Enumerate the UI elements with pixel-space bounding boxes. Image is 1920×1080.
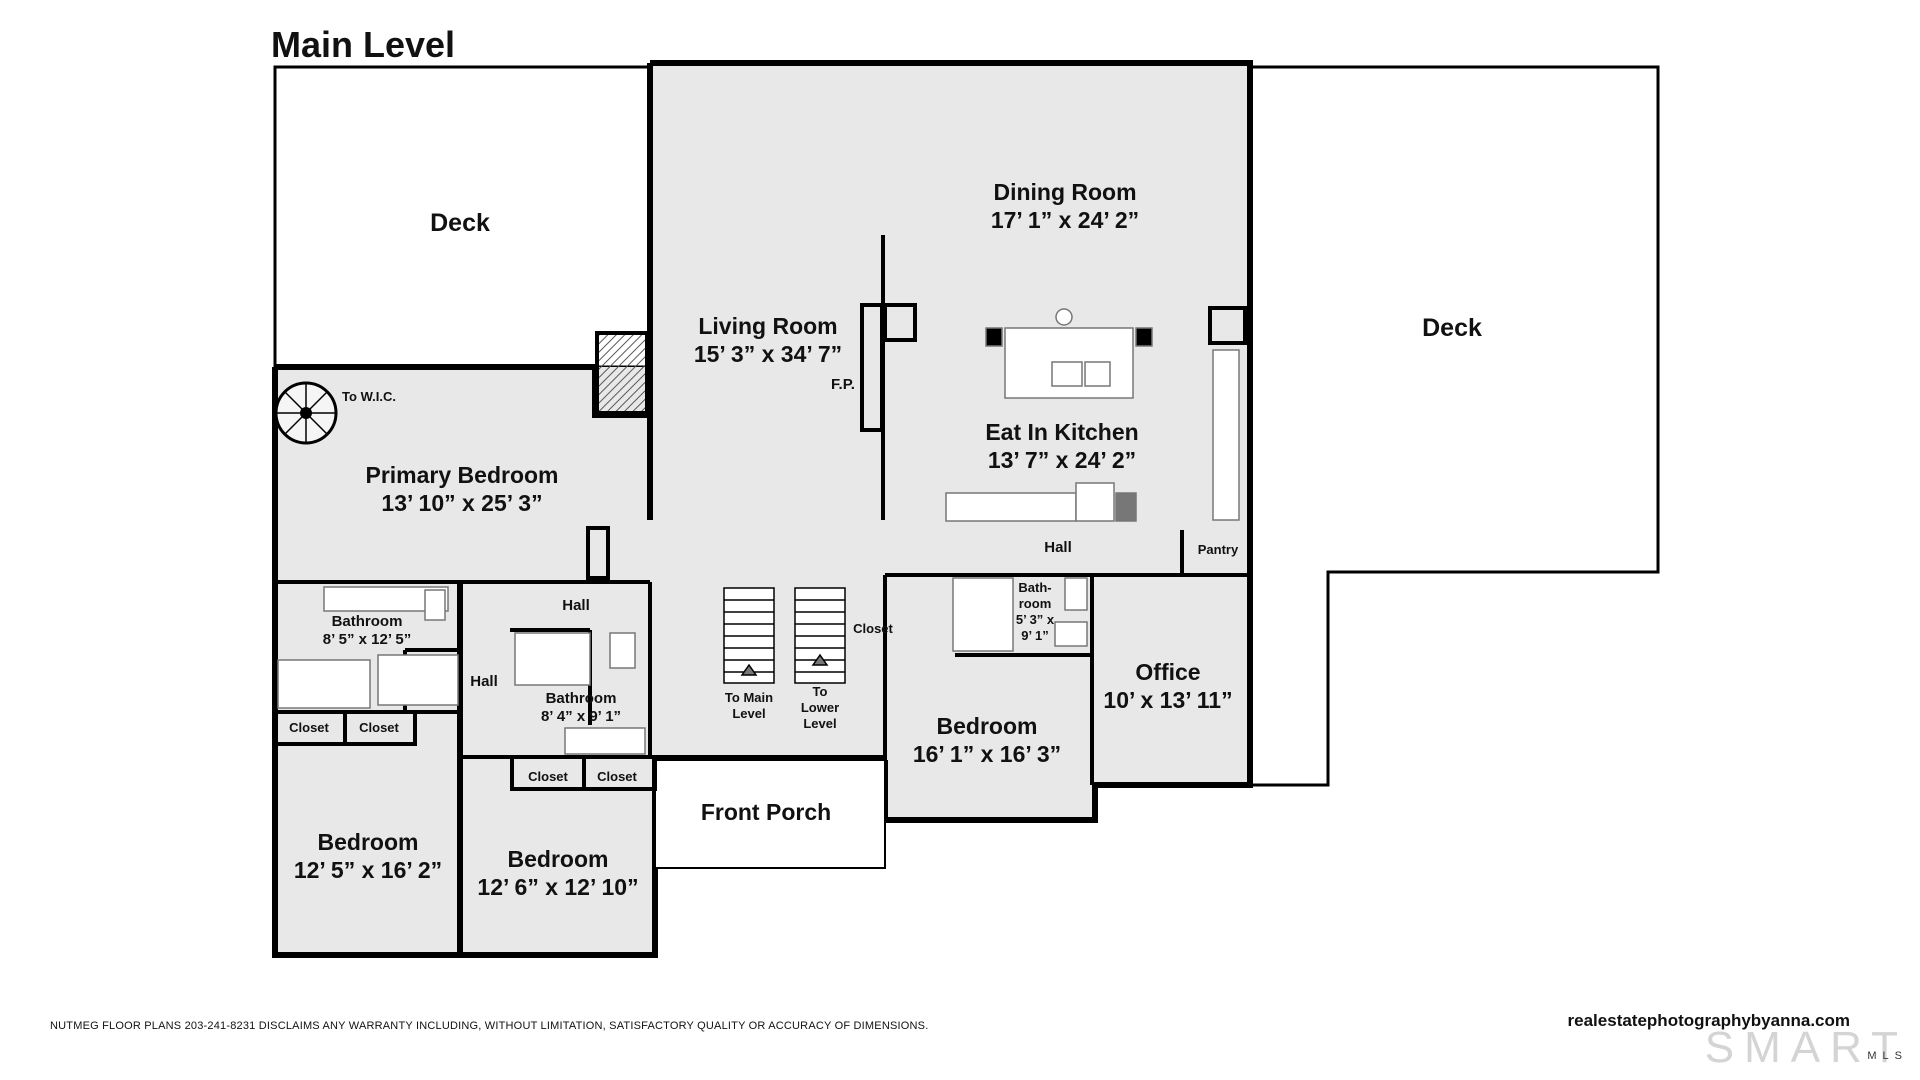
front-porch-area — [654, 759, 886, 869]
hall-bedrooms: Hall — [562, 597, 590, 614]
fireplace-label: F.P. — [831, 376, 855, 393]
kitchen-fixtures — [945, 308, 1240, 522]
deck-right: Deck — [1422, 314, 1482, 342]
deck-left: Deck — [430, 209, 490, 237]
closet-2: Closet — [359, 720, 399, 735]
mls-logo-text: MLS — [1867, 1050, 1908, 1062]
closet-5: Closet — [597, 769, 637, 784]
closet-1: Closet — [289, 720, 329, 735]
front-porch: Front Porch — [700, 799, 832, 825]
deck-right-area — [1248, 65, 1660, 787]
closet-3: Closet — [853, 621, 893, 636]
fireplace — [595, 331, 649, 415]
staircase-icon — [723, 587, 846, 684]
deck-left-area — [273, 65, 652, 369]
closet-walls — [273, 710, 657, 791]
floor-title: Main Level — [271, 24, 456, 65]
bath-fixtures — [277, 577, 1088, 755]
closet-4: Closet — [528, 769, 568, 784]
disclaimer: NUTMEG FLOOR PLANS 203-241-8231 DISCLAIM… — [50, 1020, 929, 1032]
smart-logo: SMART — [1704, 1023, 1908, 1072]
spiral-stair-icon — [274, 381, 338, 445]
hall-kitchen: Hall — [1044, 539, 1072, 556]
wic-label: To W.I.C. — [342, 389, 396, 404]
website-link[interactable]: realestatephotographybyanna.com — [1567, 1011, 1850, 1030]
hall-left: Hall — [470, 673, 498, 690]
pantry-label: Pantry — [1197, 542, 1239, 557]
